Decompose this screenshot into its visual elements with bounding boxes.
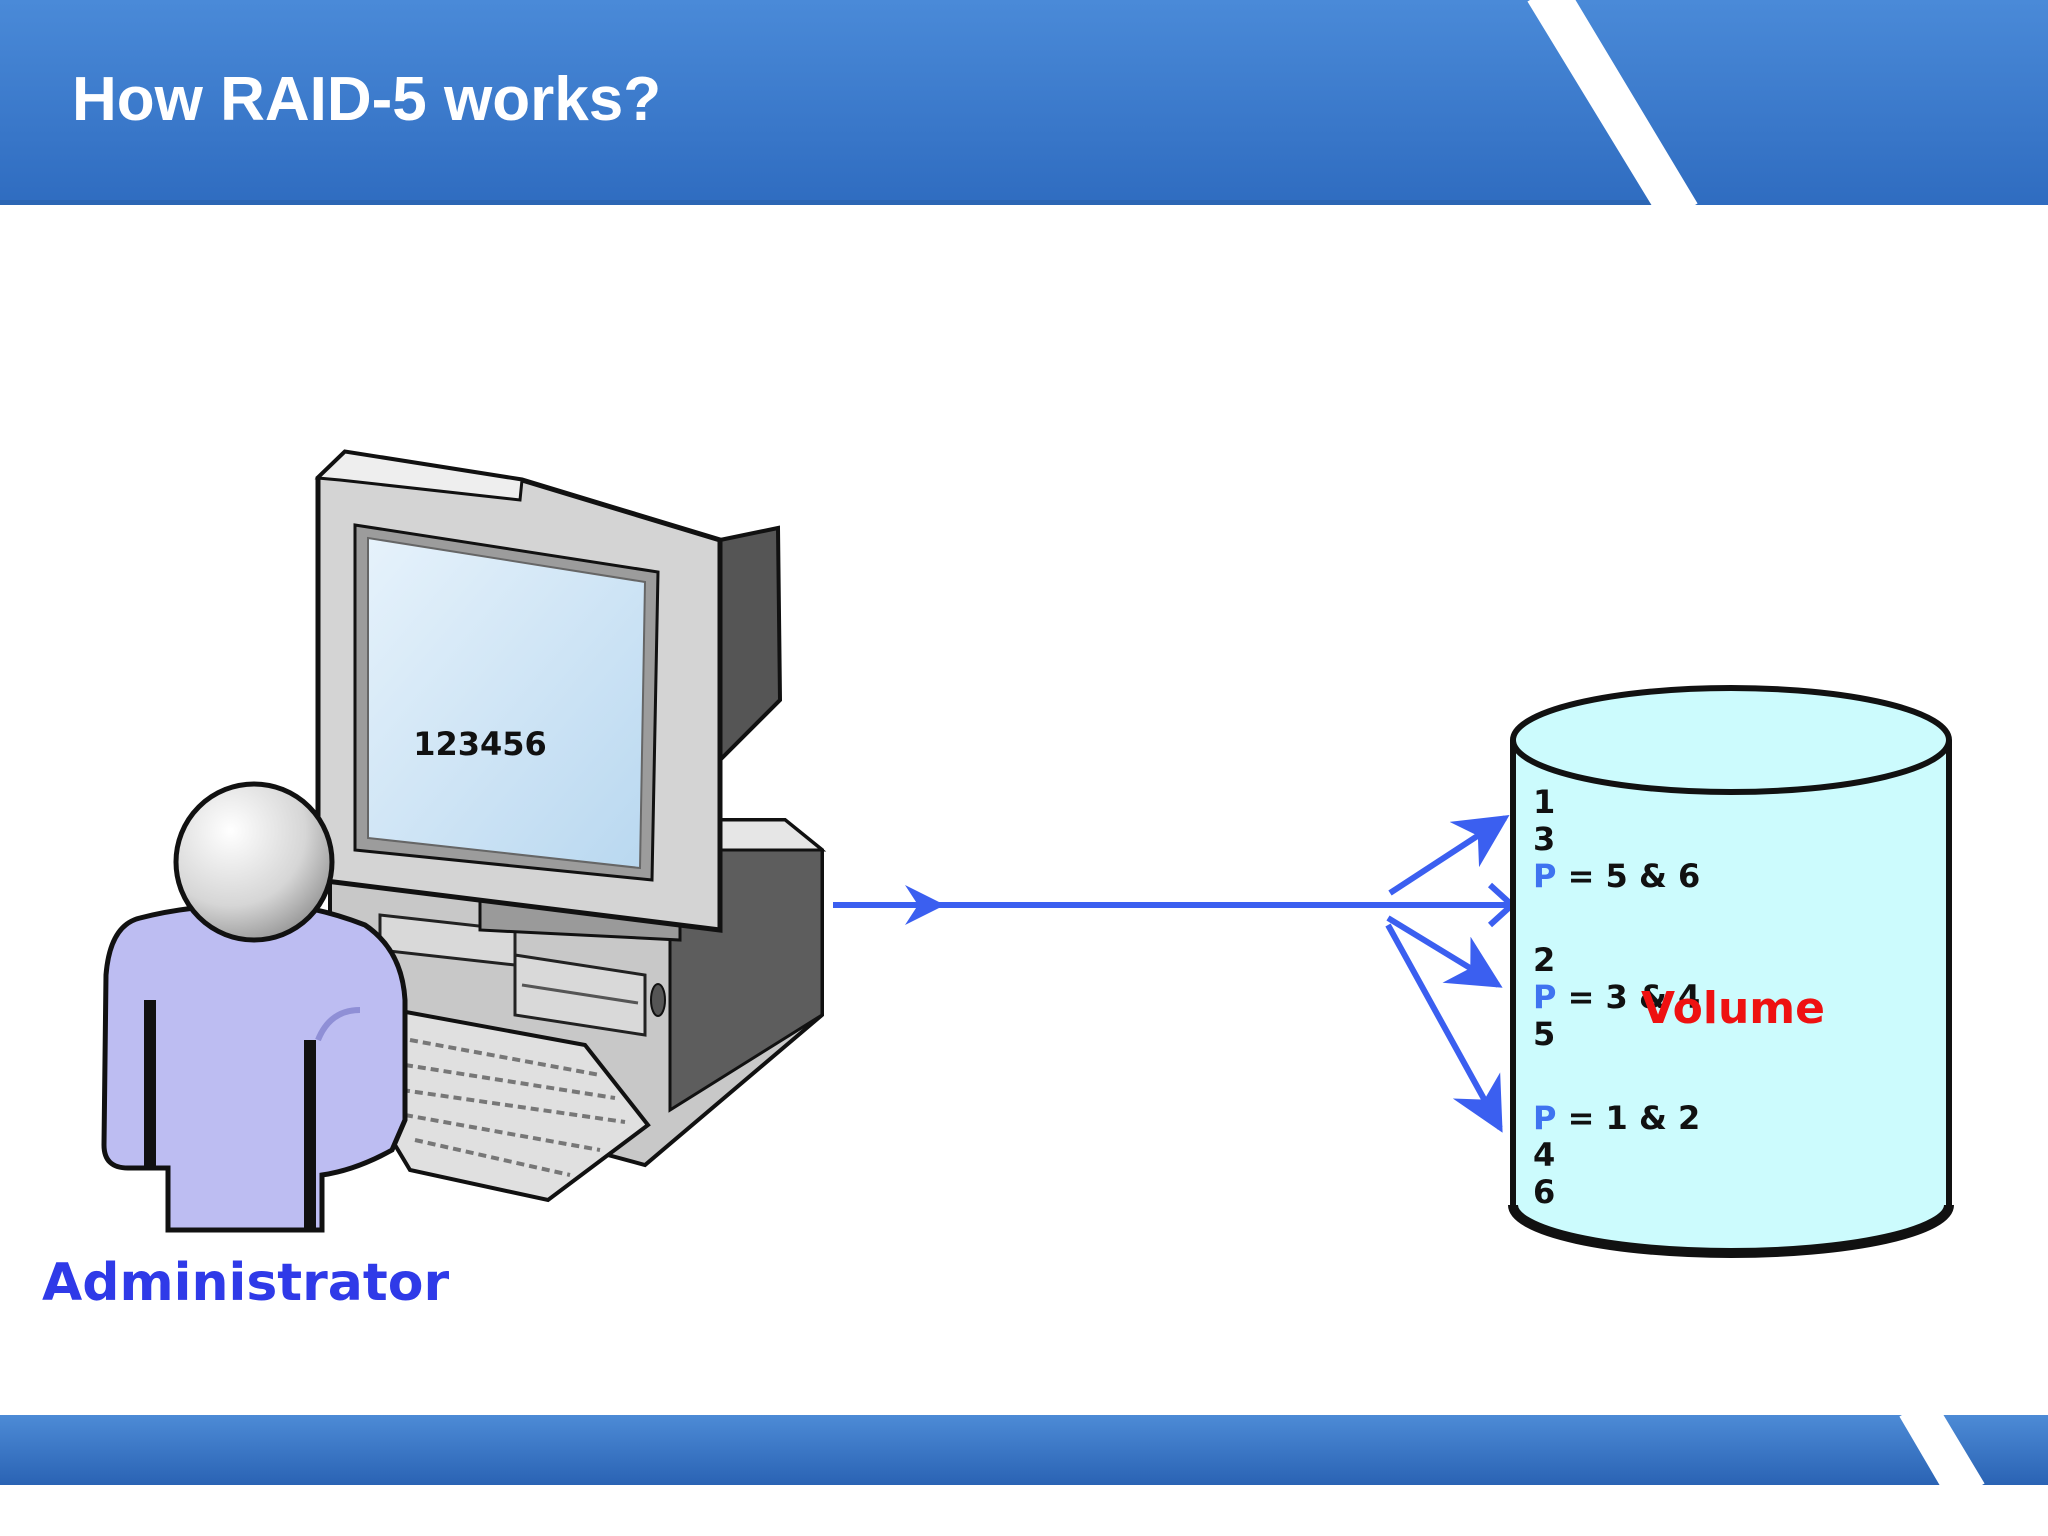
arrow-to-disk1 xyxy=(1388,815,1510,896)
disk1-line2: 3 xyxy=(1533,820,1555,858)
disk1-parity-rest: = 5 & 6 xyxy=(1556,857,1700,895)
disk3-line2: 4 xyxy=(1533,1136,1555,1174)
slide-title: How RAID-5 works? xyxy=(72,65,661,134)
administrator-label: Administrator xyxy=(42,1253,449,1313)
volume-label: Volume xyxy=(1641,983,1825,1034)
disk2-parity-rest: = 3 & 4 xyxy=(1556,978,1700,1016)
disk3-line3: 6 xyxy=(1533,1173,1555,1211)
disk-cylinder-icon: 1 3 P = 5 & 6 2 P = 3 & 4 5 P = 1 & 2 4 … xyxy=(1508,685,1954,1258)
disk2-line1: 2 xyxy=(1533,941,1555,979)
disk1-line1: 1 xyxy=(1533,783,1555,821)
disk1-parity-letter: P xyxy=(1533,857,1556,895)
disk3-parity-rest: = 1 & 2 xyxy=(1556,1099,1700,1137)
arrow-to-disk3 xyxy=(1385,923,1503,1133)
desktop-computer-icon: 123456 xyxy=(314,449,827,1203)
main-arrow-mid-head xyxy=(905,885,945,925)
disk2-parity-letter: P xyxy=(1533,978,1556,1016)
disk2-parity: P = 3 & 4 xyxy=(1533,978,1700,1016)
disk2-line3: 5 xyxy=(1533,1015,1555,1053)
user-person-icon: Administrator xyxy=(42,781,449,1313)
arrow-to-disk2 xyxy=(1386,915,1503,988)
write-arrows xyxy=(833,815,1517,1133)
header-banner: How RAID-5 works? xyxy=(0,0,2048,207)
disk1-parity: P = 5 & 6 xyxy=(1533,857,1700,895)
disk3-parity-letter: P xyxy=(1533,1099,1556,1137)
disk3-parity: P = 1 & 2 xyxy=(1533,1099,1700,1137)
footer-banner xyxy=(0,1413,2048,1487)
screen-data-text: 123456 xyxy=(413,725,547,763)
